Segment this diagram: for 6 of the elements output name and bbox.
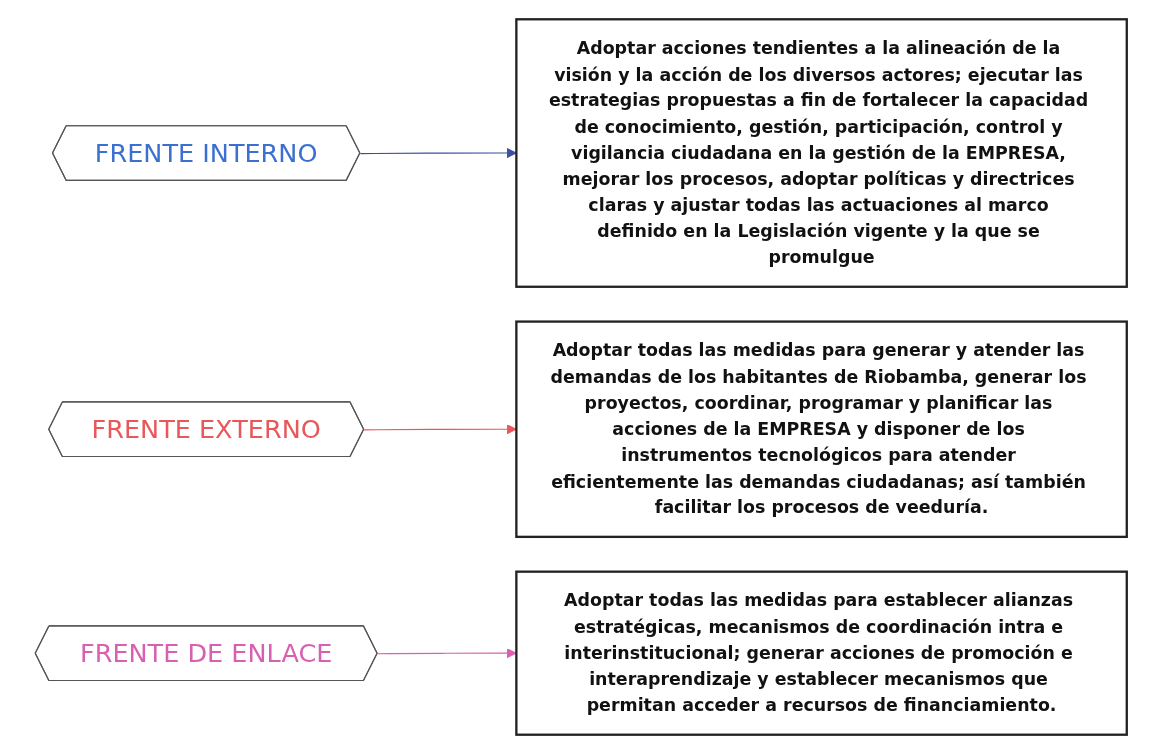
arrow [377, 648, 517, 659]
node-box: Adoptar acciones tendientes a la alineación de la visión y la acción de los diversos actores; ejecutar las estrategias propuestas a fin de fortalecer la capacidad de conocimiento, gestión, participación, control y vigilancia ciudadana en la gestión de la EMPRESA, mejorar los procesos, adoptar políticas y directrices claras y ajustar todas las actuaciones al marco definido en la Legislación vigente y la que se promulgue [515, 18, 1128, 288]
arrow [363, 424, 517, 435]
node-box: Adoptar todas las medidas para establecer alianzas estratégicas, mecanismos de coordinación intra e interinstitucional; generar acciones de promoción e interaprendizaje y establecer mecanismos que permitan acceder a recursos de financiamiento. [515, 570, 1128, 736]
arrow [359, 147, 517, 159]
node-box: Adoptar todas las medidas para generar y atender las demandas de los habitantes de Riobamba, generar los proyectos, coordinar, programar y planificar las acciones de la EMPRESA y disponer de los instrumentos tecnológicos para atender eficientemente las demandas ciudadanas; así también facilitar los procesos de veeduría. [515, 320, 1128, 538]
